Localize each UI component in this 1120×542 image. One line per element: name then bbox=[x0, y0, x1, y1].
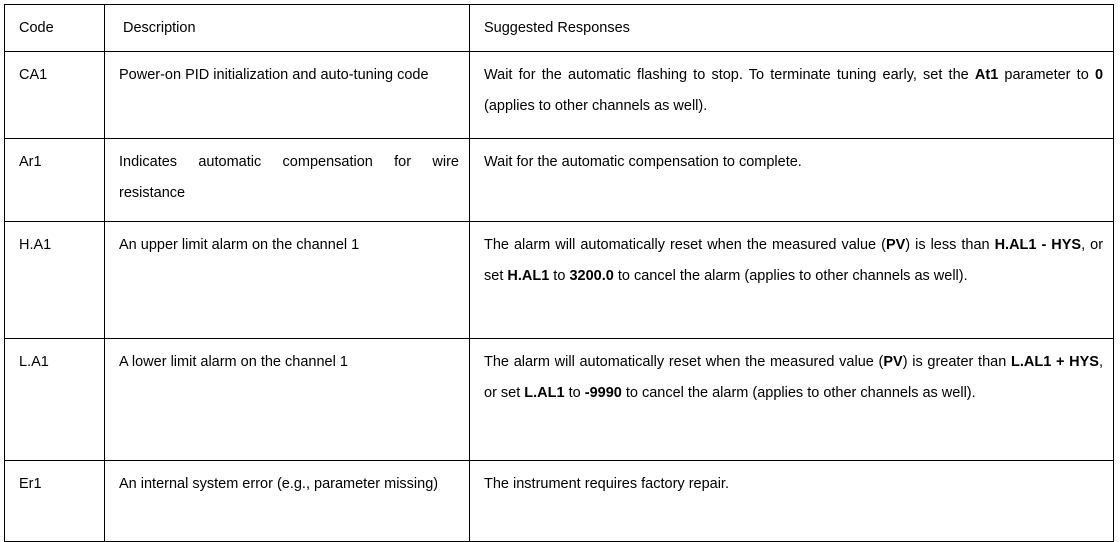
plain-text: ) is greater than bbox=[902, 354, 1011, 371]
table-row: CA1 Power-on PID initialization and auto… bbox=[4, 51, 1114, 140]
cell-description: An internal system error (e.g., paramete… bbox=[104, 460, 470, 542]
plain-text: , or set bbox=[484, 237, 1104, 284]
plain-text: to bbox=[564, 384, 585, 401]
response-text: The instrument requires factory repair. bbox=[484, 469, 1103, 499]
plain-text: The instrument requires factory repair. bbox=[484, 476, 729, 493]
response-text: Wait for the automatic flashing to stop.… bbox=[484, 60, 1103, 121]
description-text: A lower limit alarm on the channel 1 bbox=[119, 354, 348, 371]
cell-code: Ar1 bbox=[4, 138, 105, 223]
emphasis-text: H.AL1 - HYS bbox=[994, 237, 1082, 254]
cell-response: Wait for the automatic compensation to c… bbox=[469, 138, 1114, 223]
table-row: L.A1 A lower limit alarm on the channel … bbox=[4, 338, 1114, 462]
column-header-description: Description bbox=[104, 3, 470, 53]
emphasis-text: At1 bbox=[974, 67, 999, 84]
cell-code: CA1 bbox=[4, 51, 105, 140]
error-code-table: Code Description Suggested Responses CA1… bbox=[4, 3, 1114, 542]
emphasis-text: -9990 bbox=[584, 384, 622, 401]
cell-response: Wait for the automatic flashing to stop.… bbox=[469, 51, 1114, 140]
plain-text: (applies to other channels as well). bbox=[484, 97, 708, 114]
plain-text: The alarm will automatically reset when … bbox=[484, 354, 884, 371]
table-row: Er1 An internal system error (e.g., para… bbox=[4, 460, 1114, 542]
cell-response: The instrument requires factory repair. bbox=[469, 460, 1114, 542]
cell-description: Indicates automatic compensation for wir… bbox=[104, 138, 470, 223]
table-header-row: Code Description Suggested Responses bbox=[4, 3, 1114, 53]
plain-text: to cancel the alarm (applies to other ch… bbox=[613, 267, 968, 284]
plain-text: to bbox=[549, 267, 570, 284]
cell-code: H.A1 bbox=[4, 221, 105, 340]
emphasis-text: PV bbox=[885, 237, 906, 254]
emphasis-text: 3200.0 bbox=[569, 267, 614, 284]
description-text: Indicates automatic compensation for wir… bbox=[119, 154, 459, 201]
cell-code: L.A1 bbox=[4, 338, 105, 462]
description-text: Power-on PID initialization and auto-tun… bbox=[119, 67, 429, 84]
table-body: CA1 Power-on PID initialization and auto… bbox=[4, 51, 1114, 542]
table-row: H.A1 An upper limit alarm on the channel… bbox=[4, 221, 1114, 340]
cell-response: The alarm will automatically reset when … bbox=[469, 338, 1114, 462]
cell-response: The alarm will automatically reset when … bbox=[469, 221, 1114, 340]
table-header: Code Description Suggested Responses bbox=[4, 3, 1114, 53]
plain-text: The alarm will automatically reset when … bbox=[484, 237, 886, 254]
emphasis-text: L.AL1 bbox=[524, 384, 565, 401]
response-text: The alarm will automatically reset when … bbox=[484, 230, 1103, 291]
emphasis-text: H.AL1 bbox=[507, 267, 550, 284]
column-header-code: Code bbox=[4, 3, 105, 53]
emphasis-text: 0 bbox=[1094, 67, 1104, 84]
plain-text: Wait for the automatic compensation to c… bbox=[484, 154, 802, 171]
table-row: Ar1 Indicates automatic compensation for… bbox=[4, 138, 1114, 223]
plain-text: ) is less than bbox=[905, 237, 995, 254]
cell-description: Power-on PID initialization and auto-tun… bbox=[104, 51, 470, 140]
plain-text: Wait for the automatic flashing to stop.… bbox=[484, 67, 975, 84]
plain-text: , or set bbox=[484, 354, 1103, 401]
cell-code: Er1 bbox=[4, 460, 105, 542]
emphasis-text: L.AL1 + HYS bbox=[1010, 354, 1099, 371]
response-text: The alarm will automatically reset when … bbox=[484, 347, 1103, 408]
description-text: An internal system error (e.g., paramete… bbox=[119, 476, 439, 493]
cell-description: A lower limit alarm on the channel 1 bbox=[104, 338, 470, 462]
plain-text: parameter to bbox=[998, 67, 1095, 84]
column-header-suggested-responses: Suggested Responses bbox=[469, 3, 1114, 53]
plain-text: to cancel the alarm (applies to other ch… bbox=[621, 384, 976, 401]
cell-description: An upper limit alarm on the channel 1 bbox=[104, 221, 470, 340]
response-text: Wait for the automatic compensation to c… bbox=[484, 147, 1103, 177]
description-text: An upper limit alarm on the channel 1 bbox=[119, 237, 360, 254]
emphasis-text: PV bbox=[883, 354, 903, 371]
